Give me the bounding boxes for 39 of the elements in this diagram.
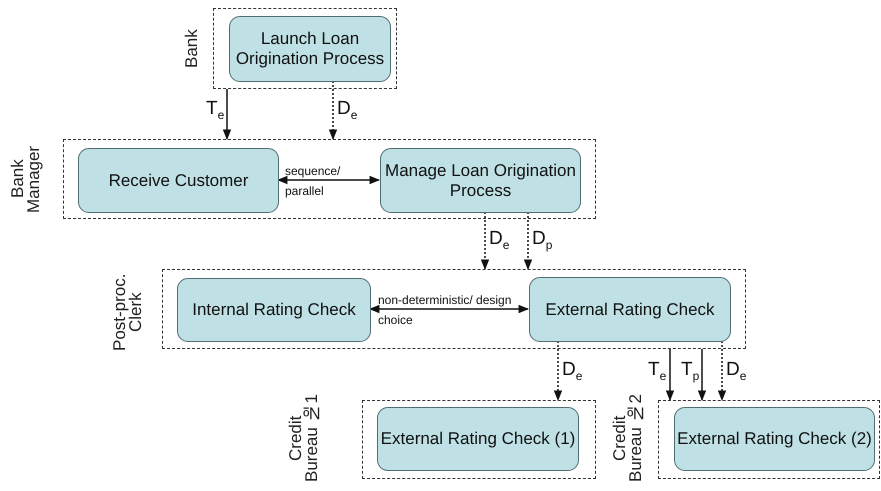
arrow: [222, 89, 232, 140]
box-label: External Rating Check (1): [380, 429, 576, 449]
edge-label: D$_{p}$: [532, 229, 552, 251]
box-label: Manage Loan Origination Process: [384, 160, 577, 200]
lane-heading: Bank: [184, 28, 202, 70]
arrow: [368, 304, 530, 314]
process-box: [380, 148, 581, 213]
edge-label: D$_{e}$: [562, 360, 582, 382]
edge-label: T$_{e}$: [206, 99, 224, 121]
arrow: [698, 349, 706, 402]
process-box: [529, 277, 731, 342]
lane-heading: Bank Manager: [10, 144, 44, 215]
arrow: [480, 212, 490, 270]
process-box: [229, 16, 391, 82]
process-box: [674, 407, 875, 471]
lane-heading: Post-proc. Clerk: [112, 272, 146, 353]
edge-label: D$_{e}$: [489, 229, 510, 251]
lane-heading: Credit Bureau №1: [288, 393, 322, 484]
process-box: [377, 407, 579, 471]
arrow: [554, 341, 562, 402]
arrow: [276, 176, 380, 184]
box-label: Internal Rating Check: [192, 300, 356, 320]
box-label: Receive Customer: [108, 170, 248, 190]
edge-label: T$_{p}$: [681, 360, 700, 382]
edge-label: D$_{e}$: [337, 99, 358, 121]
arrow: [666, 349, 674, 402]
box-label: External Rating Check (2): [677, 429, 872, 449]
edge-label: T$_{e}$: [648, 360, 666, 382]
process-box: [78, 148, 279, 213]
edge-label: non-deterministic/ design choice: [378, 292, 512, 330]
edge-label: sequence/ parallel: [285, 163, 342, 200]
lane-heading: Credit Bureau №2: [612, 393, 646, 484]
arrow: [718, 341, 726, 402]
arrow: [524, 212, 532, 270]
arrow: [328, 81, 338, 140]
process-box: [177, 278, 371, 342]
box-label: External Rating Check: [545, 300, 715, 320]
edge-label: D$_{e}$: [726, 360, 746, 382]
box-label: Launch Loan Origination Process: [234, 29, 386, 69]
